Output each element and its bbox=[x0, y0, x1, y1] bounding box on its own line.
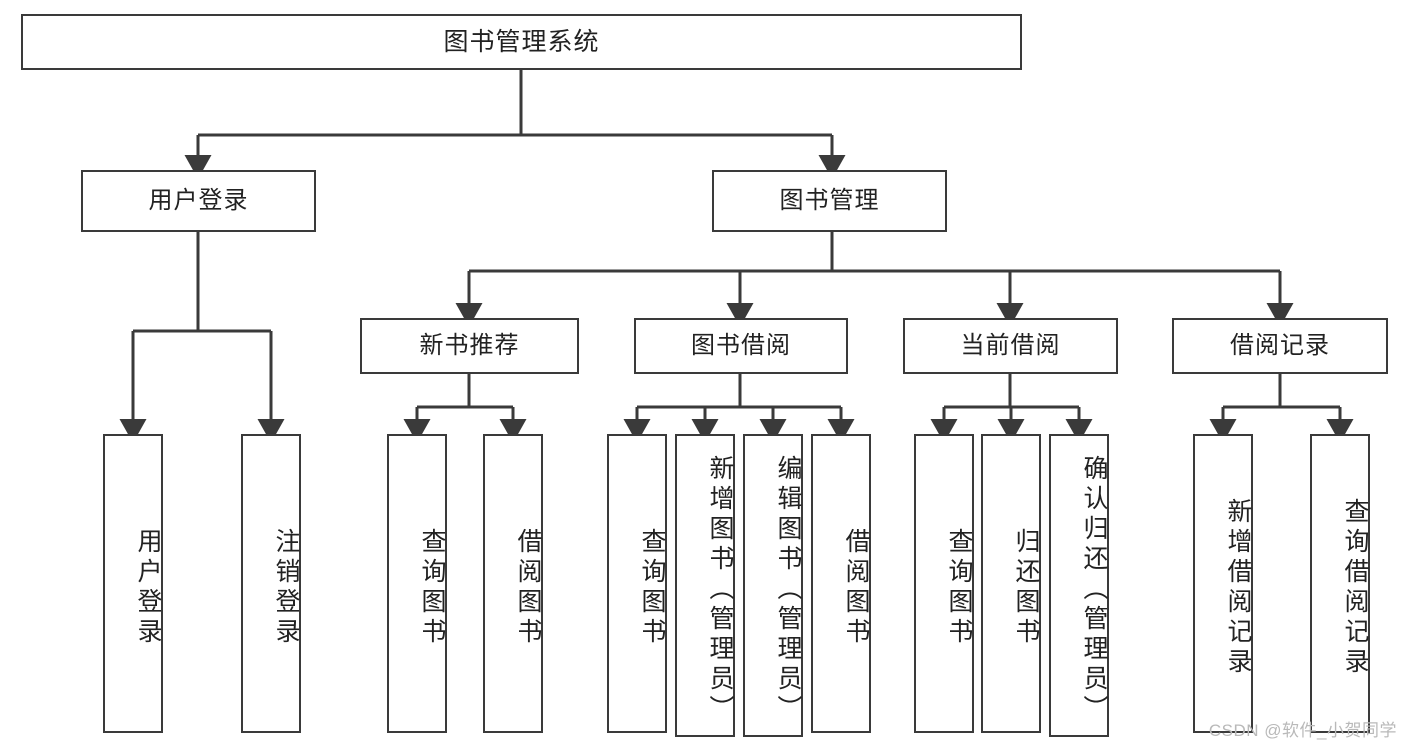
node-label: 借阅图书 bbox=[842, 527, 870, 648]
leaf-return-book[interactable]: 归还图书 bbox=[981, 434, 1041, 733]
node-label: 注销登录 bbox=[272, 527, 300, 648]
leaf-borrow-book-2[interactable]: 借阅图书 bbox=[811, 434, 871, 733]
node-label: 查询图书 bbox=[638, 527, 666, 648]
leaf-query-book-1[interactable]: 查询图书 bbox=[387, 434, 447, 733]
watermark: CSDN @软件_小贺同学 bbox=[1208, 721, 1397, 740]
node-borrow-record[interactable]: 借阅记录 bbox=[1172, 318, 1388, 374]
node-label: 图书管理系统 bbox=[443, 28, 600, 56]
leaf-add-record[interactable]: 新增借阅记录 bbox=[1193, 434, 1253, 733]
node-book-borrow[interactable]: 图书借阅 bbox=[634, 318, 848, 374]
leaf-borrow-book-1[interactable]: 借阅图书 bbox=[483, 434, 543, 733]
leaf-query-record[interactable]: 查询借阅记录 bbox=[1310, 434, 1370, 733]
node-label: 当前借阅 bbox=[960, 331, 1061, 359]
node-label: 查询图书 bbox=[945, 527, 973, 648]
leaf-query-book-3[interactable]: 查询图书 bbox=[914, 434, 974, 733]
node-label: 确认归还（管理员） bbox=[1080, 454, 1108, 725]
node-label: 新增图书（管理员） bbox=[706, 454, 734, 725]
leaf-user-login[interactable]: 用户登录 bbox=[103, 434, 163, 733]
node-label: 查询借阅记录 bbox=[1341, 497, 1369, 678]
node-label: 借阅图书 bbox=[514, 527, 542, 648]
node-label: 新增借阅记录 bbox=[1224, 497, 1252, 678]
node-label: 编辑图书（管理员） bbox=[774, 454, 802, 725]
leaf-confirm-return[interactable]: 确认归还（管理员） bbox=[1049, 434, 1109, 737]
leaf-edit-book[interactable]: 编辑图书（管理员） bbox=[743, 434, 803, 737]
node-user-login[interactable]: 用户登录 bbox=[81, 170, 316, 232]
node-book-management[interactable]: 图书管理 bbox=[712, 170, 947, 232]
node-current-borrow[interactable]: 当前借阅 bbox=[903, 318, 1118, 374]
node-label: 借阅记录 bbox=[1230, 331, 1330, 359]
node-label: 图书管理 bbox=[779, 186, 880, 214]
node-label: 用户登录 bbox=[134, 527, 162, 648]
node-label: 图书借阅 bbox=[691, 331, 791, 359]
node-label: 用户登录 bbox=[148, 186, 249, 214]
leaf-logout-login[interactable]: 注销登录 bbox=[241, 434, 301, 733]
node-root[interactable]: 图书管理系统 bbox=[21, 14, 1022, 70]
leaf-add-book[interactable]: 新增图书（管理员） bbox=[675, 434, 735, 737]
leaf-query-book-2[interactable]: 查询图书 bbox=[607, 434, 667, 733]
node-label: 归还图书 bbox=[1012, 527, 1040, 648]
node-label: 新书推荐 bbox=[419, 331, 520, 359]
node-label: 查询图书 bbox=[418, 527, 446, 648]
node-new-book-recommend[interactable]: 新书推荐 bbox=[360, 318, 579, 374]
